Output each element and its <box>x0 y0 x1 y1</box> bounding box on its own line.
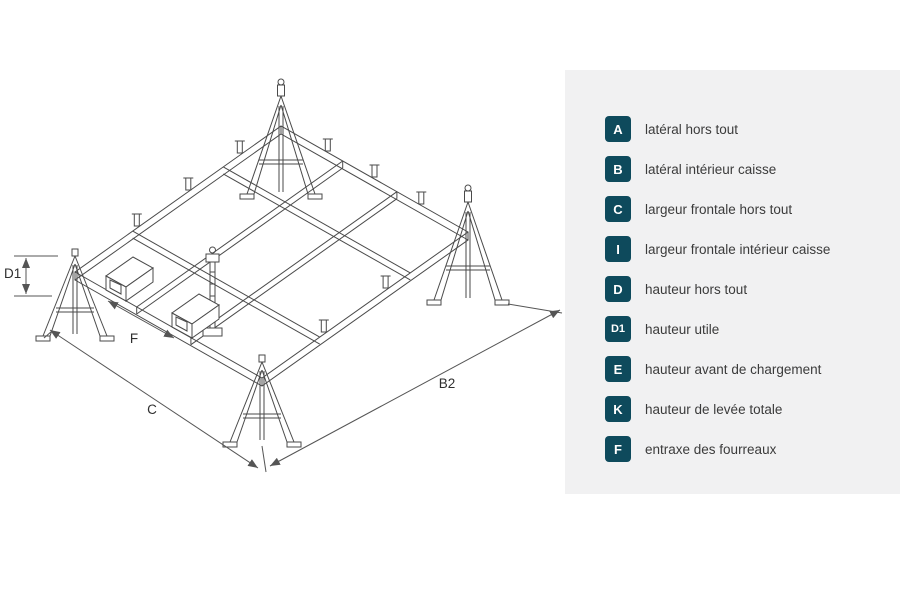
dim-label-d1: D1 <box>4 266 21 281</box>
legend-label-d1: hauteur utile <box>645 321 720 337</box>
legend-label-f: entraxe des fourreaux <box>645 441 777 457</box>
legend-badge-e: E <box>605 356 631 382</box>
legend-panel: A latéral hors tout B latéral intérieur … <box>565 70 900 494</box>
legend-badge-d1: D1 <box>605 316 631 342</box>
legend-badge-a: A <box>605 116 631 142</box>
legend-label-d: hauteur hors tout <box>645 281 748 297</box>
legend-label-b: latéral intérieur caisse <box>645 161 777 177</box>
legend-item-e: E hauteur avant de chargement <box>605 356 900 382</box>
technical-drawing: D1 F C B2 <box>4 78 565 600</box>
legend-item-b: B latéral intérieur caisse <box>605 156 900 182</box>
legend-item-k: K hauteur de levée totale <box>605 396 900 422</box>
legend-label-a: latéral hors tout <box>645 121 739 137</box>
legend-label-k: hauteur de levée totale <box>645 401 783 417</box>
dimension-lines <box>14 256 562 472</box>
dim-label-f: F <box>130 331 138 346</box>
legend-item-d1: D1 hauteur utile <box>605 316 900 342</box>
legend-label-i: largeur frontale intérieur caisse <box>645 241 831 257</box>
legend-label-c: largeur frontale hors tout <box>645 201 793 217</box>
legend-badge-k: K <box>605 396 631 422</box>
legend-badge-f: F <box>605 436 631 462</box>
legend-badge-c: C <box>605 196 631 222</box>
legend-label-e: hauteur avant de chargement <box>645 361 822 377</box>
legend-item-d: D hauteur hors tout <box>605 276 900 302</box>
legend-badge-i: I <box>605 236 631 262</box>
dim-label-b2: B2 <box>439 376 456 391</box>
legend-badge-d: D <box>605 276 631 302</box>
legend-item-i: I largeur frontale intérieur caisse <box>605 236 900 262</box>
legend-item-a: A latéral hors tout <box>605 116 900 142</box>
legend-item-f: F entraxe des fourreaux <box>605 436 900 462</box>
legend-badge-b: B <box>605 156 631 182</box>
dim-label-c: C <box>147 402 157 417</box>
legend-item-c: C largeur frontale hors tout <box>605 196 900 222</box>
